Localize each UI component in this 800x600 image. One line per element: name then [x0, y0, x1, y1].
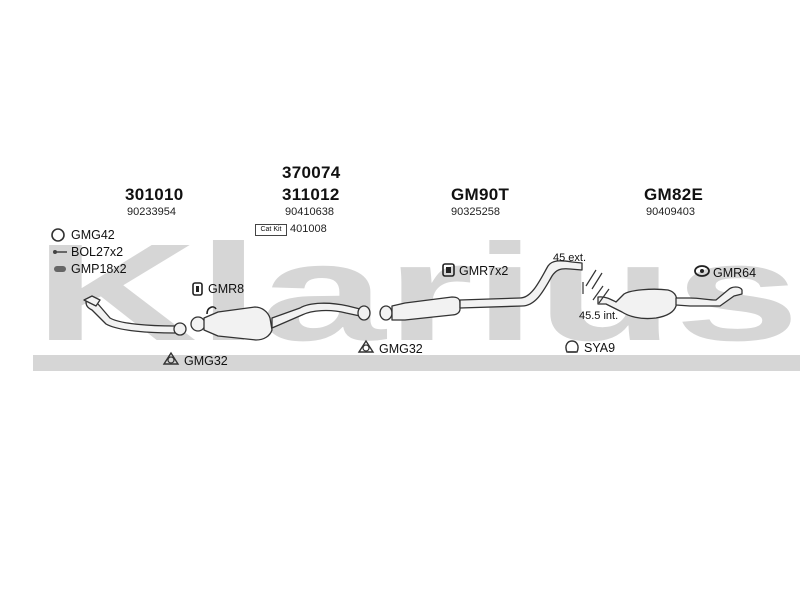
triangle-gasket-icon [357, 339, 375, 353]
catalytic-converter-icon [190, 302, 371, 341]
rubber-mount-icon [694, 265, 710, 277]
oe-number-90325258: 90325258 [451, 206, 500, 218]
triangle-gasket-icon [162, 351, 180, 365]
gasket-ring-icon [51, 228, 65, 242]
clamp-band-icon [206, 306, 217, 315]
pipe-icon [83, 295, 187, 336]
silencer-icon [379, 260, 583, 321]
fitting-gmp18x2: GMP18x2 [71, 262, 127, 276]
part-number-gm82e: GM82E [644, 185, 704, 204]
fitting-gmr64: GMR64 [713, 266, 757, 280]
clamp-icon [54, 266, 66, 272]
part-number-301010: 301010 [125, 185, 184, 204]
fitting-gmg42: GMG42 [71, 228, 115, 242]
bolt-icon [53, 250, 67, 254]
note-45-5-int: 45.5 int. [579, 310, 619, 322]
rubber-mount-icon [192, 282, 203, 296]
fitting-gmg32-mid: GMG32 [379, 342, 423, 356]
part-number-370074: 370074 [282, 163, 341, 182]
fitting-gmg32-left: GMG32 [184, 354, 228, 368]
note-45-ext: 45 ext. [553, 252, 587, 264]
silencer-icon [597, 286, 743, 320]
cat-kit-number: 401008 [290, 223, 327, 235]
fitting-gmr7x2: GMR7x2 [459, 264, 509, 278]
fitting-bol27x2: BOL27x2 [71, 245, 124, 259]
clamp-band-icon [565, 340, 579, 353]
oe-number-90410638: 90410638 [285, 206, 334, 218]
part-number-gm90t: GM90T [451, 185, 510, 204]
rubber-mount-icon [442, 263, 455, 277]
part-number-311012: 311012 [282, 185, 340, 204]
cat-kit-badge: Cat Kit [255, 224, 287, 236]
oe-number-90233954: 90233954 [127, 206, 176, 218]
fitting-sya9: SYA9 [584, 341, 616, 355]
oe-number-90409403: 90409403 [646, 206, 695, 218]
fitting-gmr8: GMR8 [208, 282, 245, 296]
